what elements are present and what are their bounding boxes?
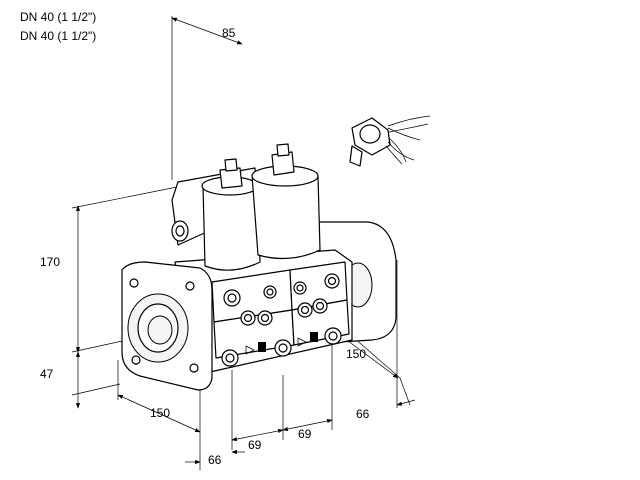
title-block: DN 40 (1 1/2") DN 40 (1 1/2") bbox=[20, 8, 96, 46]
title-line-1: DN 40 (1 1/2") bbox=[20, 10, 97, 24]
dim-47: 47 bbox=[40, 367, 54, 381]
dim-69-a: 69 bbox=[248, 438, 262, 452]
valve-assembly bbox=[121, 143, 397, 391]
dimension-lines bbox=[75, 17, 416, 465]
dim-85: 85 bbox=[222, 26, 236, 40]
dim-69-b: 69 bbox=[298, 427, 312, 441]
dim-150-right: 150 bbox=[346, 347, 366, 361]
connector-plug-icon bbox=[349, 115, 431, 167]
title-line-2: DN 40 (1 1/2") bbox=[20, 29, 97, 43]
dim-66-right: 66 bbox=[356, 407, 370, 421]
dim-170: 170 bbox=[40, 255, 60, 269]
ports bbox=[221, 273, 342, 367]
dim-150-left: 150 bbox=[150, 406, 170, 420]
dim-66-bottom: 66 bbox=[208, 453, 222, 467]
